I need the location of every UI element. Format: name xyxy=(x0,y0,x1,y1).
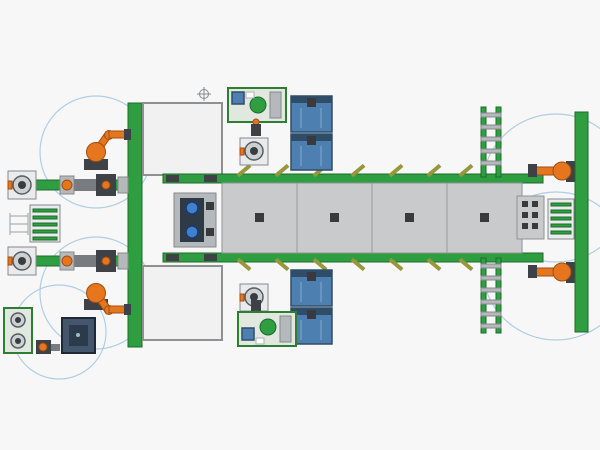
robot-turret xyxy=(86,283,106,303)
pallet-stack-right xyxy=(547,198,575,240)
cabinet-vent xyxy=(307,310,316,319)
robot-gripper xyxy=(124,304,131,315)
rotary-fixture-top xyxy=(239,137,269,166)
infeed-conveyor-top xyxy=(35,174,129,196)
articulated-robot-bottom-right xyxy=(528,262,578,283)
gripper-ring xyxy=(61,179,73,191)
rotary-fixture-far-left-top xyxy=(7,170,37,200)
gripper-widget-top xyxy=(251,118,261,136)
robot-gripper xyxy=(528,164,537,177)
robot-turret xyxy=(86,142,106,162)
pcb-slot xyxy=(279,315,292,343)
scara-arm xyxy=(74,255,96,267)
dark-cabinet-bottom-left xyxy=(61,317,96,354)
safety-fence-right xyxy=(574,111,589,333)
pcb-chip xyxy=(241,327,255,341)
rail-coupler xyxy=(166,254,179,261)
robot-gripper xyxy=(124,129,131,140)
pallet-socket xyxy=(330,213,339,222)
pcb-round-fixture xyxy=(259,318,277,336)
left-riser-conveyor xyxy=(127,102,143,348)
pallet-stack-left xyxy=(29,204,61,243)
pallet-socket xyxy=(255,213,264,222)
rail-coupler xyxy=(204,254,217,261)
clamp-cylinder xyxy=(185,225,199,239)
elevator-conveyor-top-right xyxy=(480,106,502,178)
cabinet-vent xyxy=(307,272,316,281)
cabinet-vent xyxy=(307,98,316,107)
lane-coupler xyxy=(117,176,129,194)
elevator-conveyor-bottom-right xyxy=(480,257,502,334)
pcb-round-fixture xyxy=(249,96,267,114)
rail-coupler xyxy=(204,175,217,182)
robot-gripper xyxy=(528,265,537,278)
pcb-chip xyxy=(231,91,245,105)
control-cabinet-top-2 xyxy=(290,133,333,171)
robot-base xyxy=(84,159,108,170)
scara-axis xyxy=(101,256,111,266)
clamp-cylinder xyxy=(185,201,199,215)
scara-axis xyxy=(101,180,111,190)
datum-crosshair-top xyxy=(197,87,211,101)
test-station-top xyxy=(227,87,287,123)
scara-arm xyxy=(74,179,96,191)
robot-turret xyxy=(552,161,572,181)
infeed-conveyor-bottom xyxy=(35,250,129,272)
lane-coupler xyxy=(117,252,129,270)
pallet-socket xyxy=(480,213,489,222)
pcb-slot xyxy=(269,91,282,119)
articulated-robot-bottom-left xyxy=(84,283,131,315)
small-robot-bottom-left xyxy=(36,340,60,354)
dimension-marks-left xyxy=(9,213,29,235)
control-cabinet-bottom-2 xyxy=(290,307,333,345)
pallet-socket xyxy=(405,213,414,222)
test-station-bottom xyxy=(237,311,297,347)
gripper-ring xyxy=(61,255,73,267)
robot-forearm xyxy=(108,130,126,139)
cabinet-vent xyxy=(307,136,316,145)
buffer-rack-right xyxy=(516,195,545,240)
robot-forearm xyxy=(108,305,126,314)
articulated-robot-top-left xyxy=(84,129,131,170)
corner-station-bottom-left xyxy=(3,307,33,354)
robot-base xyxy=(84,299,108,310)
main-transfer-line xyxy=(162,173,544,263)
control-cabinet-bottom-1 xyxy=(290,269,333,307)
control-cabinet-top-1 xyxy=(290,95,333,133)
rail-coupler xyxy=(166,175,179,182)
robot-turret xyxy=(552,262,572,282)
rotary-fixture-far-left-bottom xyxy=(7,246,37,276)
machine-housing-bottom xyxy=(142,265,223,341)
machine-housing-top xyxy=(142,102,223,176)
press-station xyxy=(173,192,217,248)
